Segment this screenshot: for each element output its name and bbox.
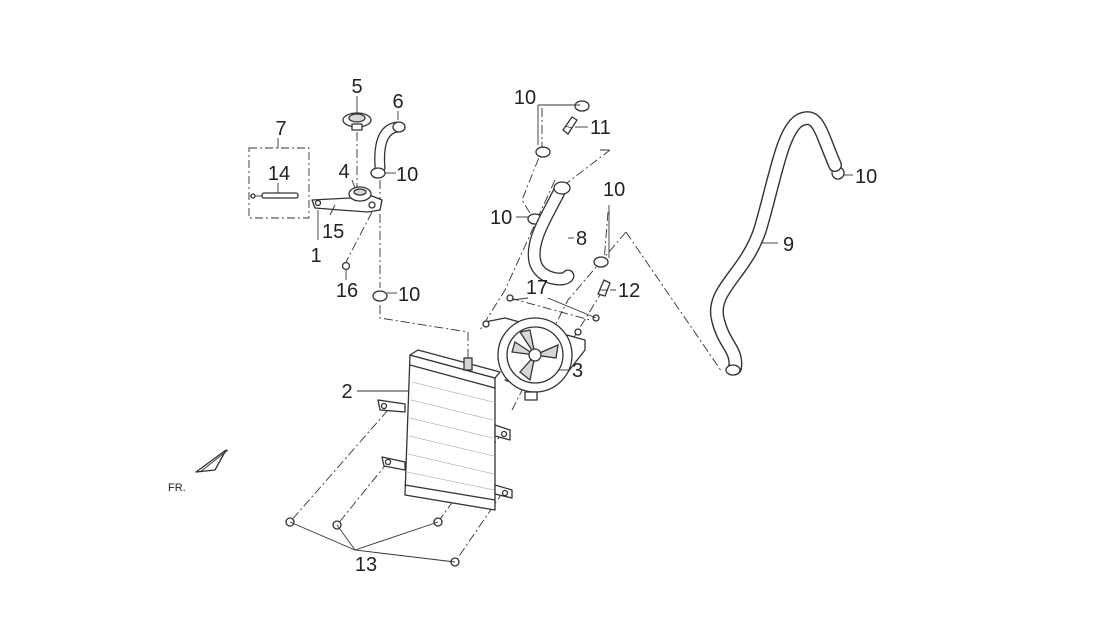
part-12-valve bbox=[597, 279, 611, 297]
callout-12: 12 bbox=[618, 280, 640, 302]
front-label: FR. bbox=[168, 482, 186, 494]
callout-13: 13 bbox=[355, 554, 377, 576]
callout-7: 7 bbox=[275, 118, 286, 140]
part-8-hose bbox=[527, 181, 575, 286]
callout-10-e: 10 bbox=[603, 179, 625, 201]
callout-11: 11 bbox=[590, 117, 611, 139]
part-2-radiator bbox=[377, 349, 513, 511]
callout-2: 2 bbox=[341, 381, 352, 403]
callout-10-a: 10 bbox=[396, 164, 418, 186]
callout-10-f: 10 bbox=[855, 166, 877, 188]
callout-17: 17 bbox=[526, 277, 548, 299]
callout-15: 15 bbox=[322, 221, 344, 243]
part-3-fan bbox=[482, 294, 600, 401]
callout-4: 4 bbox=[338, 161, 349, 183]
part-14-strip bbox=[250, 192, 299, 199]
part-6-hose bbox=[374, 121, 406, 174]
callout-3: 3 bbox=[572, 360, 583, 382]
callout-8: 8 bbox=[576, 228, 587, 250]
part-16-bolt bbox=[341, 261, 351, 271]
callout-10-c: 10 bbox=[514, 87, 536, 109]
part-11-spring bbox=[562, 116, 578, 135]
callout-6: 6 bbox=[392, 91, 403, 113]
callout-5: 5 bbox=[351, 76, 362, 98]
callout-9: 9 bbox=[783, 234, 794, 256]
leader-lines bbox=[277, 96, 853, 563]
kit-7-box bbox=[248, 147, 310, 219]
callout-10-b: 10 bbox=[398, 284, 420, 306]
part-9-long-hose bbox=[709, 111, 842, 376]
callout-16: 16 bbox=[336, 280, 358, 302]
part-5-radiator-cap bbox=[342, 112, 372, 131]
callout-labels: 5 6 7 14 4 10 15 1 16 10 10 11 10 10 8 1… bbox=[268, 76, 877, 576]
callout-10-d: 10 bbox=[490, 207, 512, 229]
callout-1: 1 bbox=[310, 245, 321, 267]
clamp-10-group bbox=[370, 100, 845, 302]
front-direction-indicator: FR. bbox=[168, 449, 229, 494]
callout-14: 14 bbox=[268, 163, 290, 185]
part-4-filler-neck bbox=[311, 186, 383, 213]
